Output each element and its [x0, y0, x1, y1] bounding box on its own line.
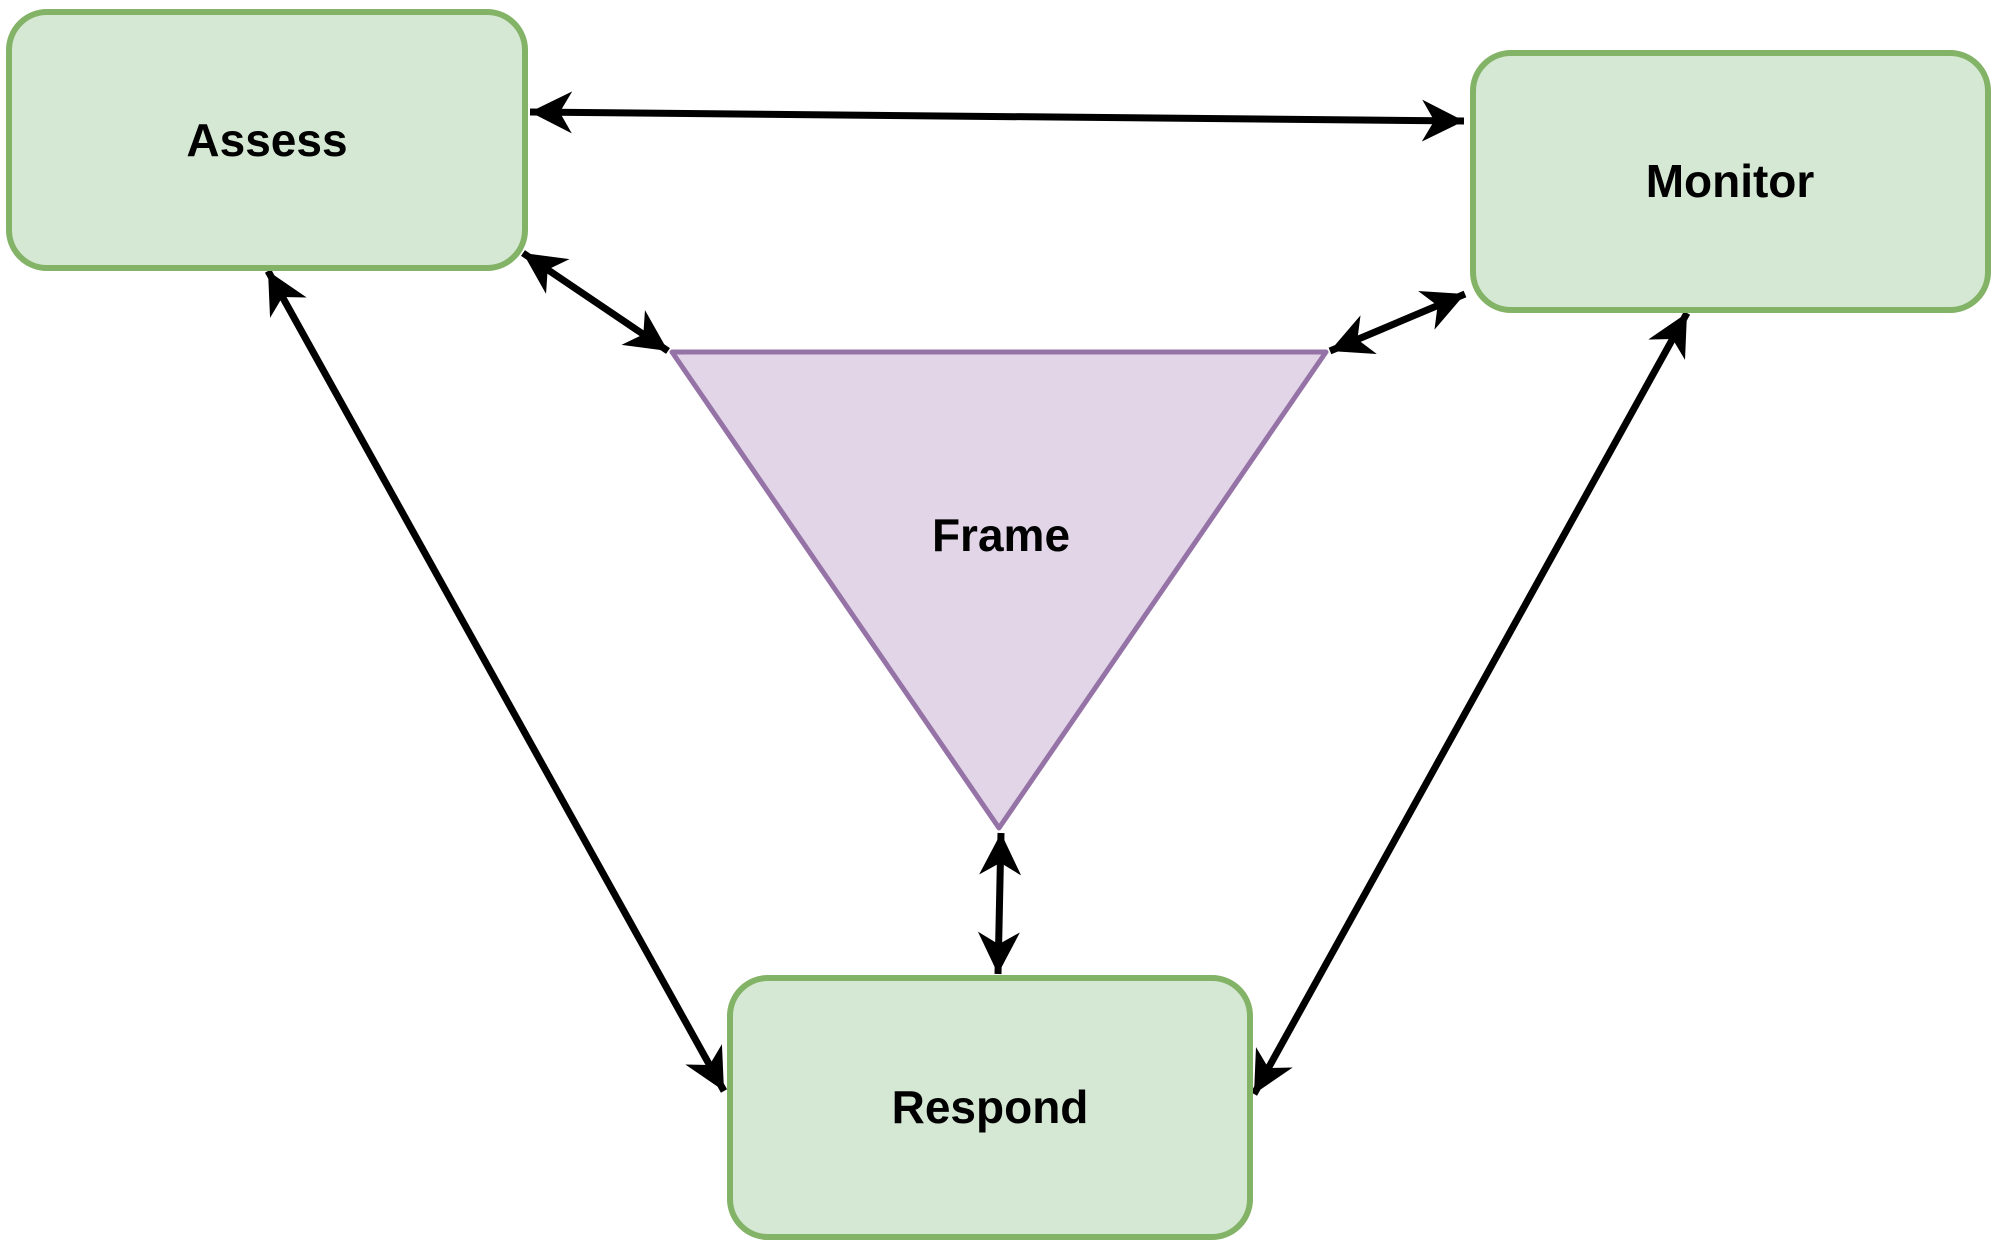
node-assess-label: Assess — [186, 114, 347, 166]
node-respond — [727, 975, 1253, 1240]
node-assess — [6, 9, 528, 271]
edge-monitor-frame — [1328, 290, 1467, 355]
node-monitor-label: Monitor — [1646, 155, 1815, 207]
edge-assess-monitor — [529, 91, 1465, 142]
node-frame — [669, 349, 1329, 831]
labels-group: Assess Monitor Frame Respond — [186, 114, 1814, 1133]
edge-frame-respond — [977, 832, 1022, 975]
nodes-group — [6, 9, 1991, 1240]
edge-monitor-respond — [1250, 311, 1691, 1096]
edges-group — [264, 91, 1691, 1096]
node-frame-label: Frame — [932, 509, 1070, 561]
edge-assess-respond — [264, 269, 728, 1093]
node-monitor — [1470, 50, 1991, 313]
node-respond-label: Respond — [892, 1081, 1089, 1133]
edge-assess-frame — [521, 250, 670, 354]
